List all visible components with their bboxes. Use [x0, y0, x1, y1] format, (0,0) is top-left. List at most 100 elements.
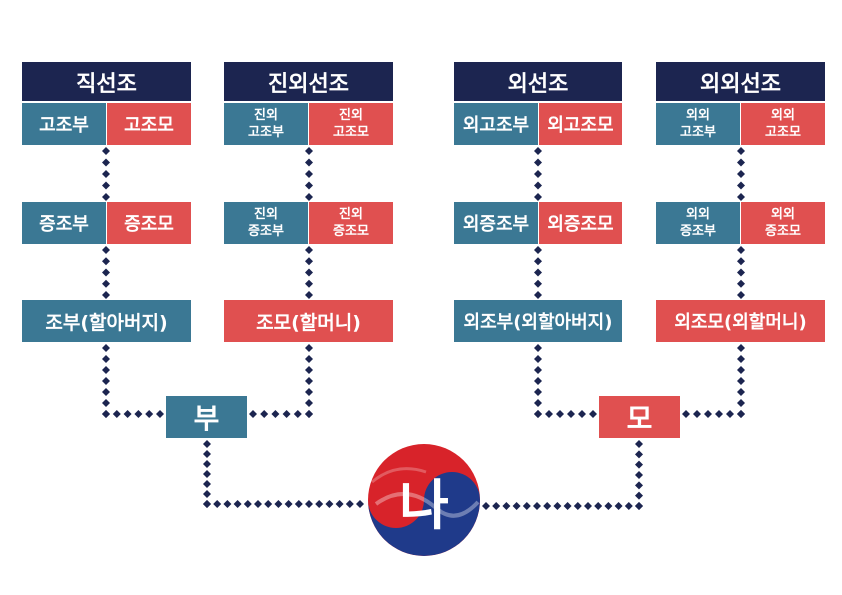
connector-dot [543, 502, 552, 510]
connector-dot [737, 246, 745, 254]
direct-great-great-grandfather: 고조부 [22, 103, 106, 145]
connector-dot [512, 502, 521, 510]
connector-dot [534, 399, 542, 407]
paternal-maternal-great-grandmother: 진외 증조모 [309, 202, 393, 244]
direct-great-great-grandmother: 고조모 [107, 103, 191, 145]
connector-dot [534, 147, 542, 155]
connector-dot [482, 502, 490, 510]
connector-dot [715, 410, 723, 418]
connector-dot [737, 410, 745, 418]
connector-dot [305, 344, 313, 352]
paternal-maternal-great-great-grandmother: 진외 고조모 [309, 103, 393, 145]
connector-dot [134, 410, 143, 418]
connector-dot [534, 366, 542, 374]
direct-great-grandfather: 증조부 [22, 202, 106, 244]
connector-dot [635, 491, 643, 500]
connector-dot [271, 410, 280, 418]
connector-dot [704, 410, 712, 418]
connector-dot [737, 291, 745, 299]
connector-dot [145, 410, 154, 418]
taegeuk-icon [368, 444, 480, 556]
connector-dot [737, 279, 745, 288]
connector-dot [737, 399, 745, 407]
connector-dot [102, 291, 110, 299]
connector-dot [102, 181, 110, 190]
maternal-great-great-grandfather: 외고조부 [454, 103, 538, 145]
connector-dot [726, 410, 734, 418]
connector-dot [305, 355, 313, 363]
connector-dot [534, 279, 542, 288]
connector-dot [635, 460, 643, 469]
connector-dot [203, 480, 211, 488]
connector-dot [534, 344, 542, 352]
connector-dot [737, 355, 745, 363]
maternal-grandmother: 외조모(외할머니) [656, 300, 825, 342]
connector-dot [737, 268, 745, 277]
grandfather: 조부(할아버지) [22, 300, 191, 342]
connector-dot [604, 502, 613, 510]
connector-dot [305, 147, 313, 155]
connector-dot [305, 410, 313, 418]
connector-dot [522, 502, 531, 510]
connector-dot [533, 502, 541, 510]
connector-dot [737, 388, 745, 396]
connector-dot [264, 500, 273, 508]
connector-dot [305, 170, 313, 178]
connector-dot [102, 170, 110, 178]
maternal-maternal-great-great-grandmother: 외외 고조모 [741, 103, 825, 145]
title-direct: 직선조 [22, 62, 191, 101]
connector-dot [305, 377, 313, 385]
maternal-maternal-great-great-grandfather: 외외 고조부 [656, 103, 740, 145]
connector-dot [737, 193, 745, 201]
connector-dot [305, 388, 313, 396]
connector-dot [102, 377, 110, 385]
father-box: 부 [166, 396, 247, 438]
connector-dot [102, 344, 110, 352]
connector-dot [102, 410, 110, 418]
maternal-great-great-grandmother: 외고조모 [539, 103, 622, 145]
connector-dot [534, 158, 542, 167]
connector-dot [584, 502, 592, 510]
connector-dot [737, 158, 745, 167]
connector-dot [356, 500, 364, 508]
connector-dot [254, 500, 262, 508]
connector-dot [635, 502, 643, 510]
connector-dot [553, 502, 562, 510]
connector-dot [102, 366, 110, 374]
connector-dot [249, 410, 257, 418]
connector-dot [737, 170, 745, 178]
title-paternal-maternal: 진외선조 [224, 62, 393, 101]
connector-dot [112, 410, 121, 418]
connector-dot [534, 181, 542, 190]
connector-dot [156, 410, 164, 418]
paternal-maternal-great-great-grandfather: 진외 고조부 [224, 103, 308, 145]
connector-dot [284, 500, 293, 508]
connector-dot [589, 410, 597, 418]
connector-dot [594, 502, 603, 510]
connector-dot [203, 470, 211, 478]
connector-dot [693, 410, 701, 418]
connector-dot [223, 500, 232, 508]
connector-dot [305, 257, 313, 266]
connector-dot [305, 500, 313, 508]
connector-dot [102, 279, 110, 288]
connector-dot [737, 344, 745, 352]
connector-dot [614, 502, 623, 510]
connector-dot [635, 450, 643, 459]
connector-dot [534, 170, 542, 178]
connector-dot [102, 399, 110, 407]
connector-dot [635, 440, 643, 448]
connector-dot [243, 500, 252, 508]
maternal-great-grandfather: 외증조부 [454, 202, 538, 244]
connector-dot [534, 377, 542, 385]
direct-great-grandmother: 증조모 [107, 202, 191, 244]
connector-dot [102, 257, 110, 266]
connector-dot [573, 502, 582, 510]
connector-dot [294, 500, 303, 508]
connector-dot [534, 257, 542, 266]
connector-dot [534, 410, 542, 418]
connector-dot [635, 471, 643, 479]
connector-dot [102, 388, 110, 396]
title-maternal: 외선조 [454, 62, 622, 101]
